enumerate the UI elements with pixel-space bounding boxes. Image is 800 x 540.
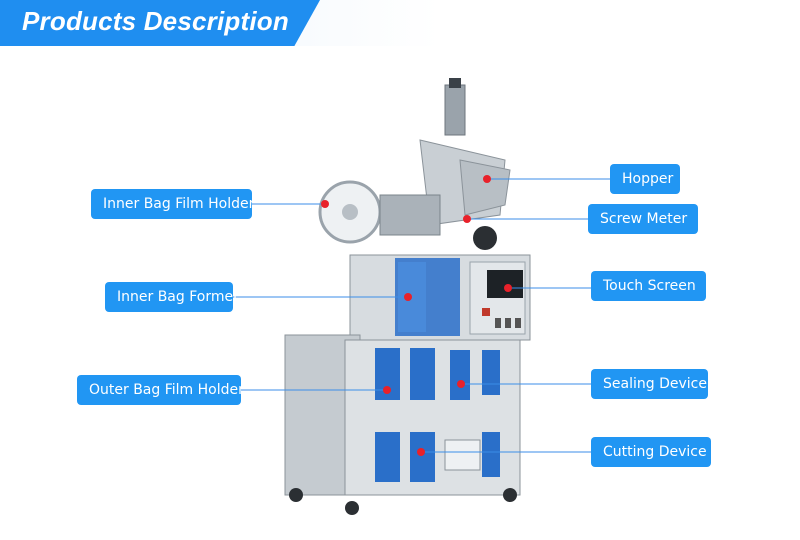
marker-sealing-device bbox=[457, 380, 465, 388]
label-inner-bag-film-holder: Inner Bag Film Holder bbox=[91, 189, 254, 219]
marker-screw-meter bbox=[463, 215, 471, 223]
label-hopper: Hopper bbox=[610, 164, 680, 194]
marker-cutting-device bbox=[417, 448, 425, 456]
page-title: Products Description bbox=[22, 6, 289, 36]
label-inner-bag-former: Inner Bag Former bbox=[105, 282, 239, 312]
marker-hopper bbox=[483, 175, 491, 183]
label-sealing-device: Sealing Device bbox=[591, 369, 708, 399]
label-cutting-device: Cutting Device bbox=[591, 437, 711, 467]
marker-inner-bag-film-holder bbox=[321, 200, 329, 208]
label-touch-screen: Touch Screen bbox=[591, 271, 706, 301]
header-tab: Products Description bbox=[0, 0, 320, 46]
label-outer-bag-film-holder: Outer Bag Film Holder bbox=[77, 375, 244, 405]
marker-touch-screen bbox=[504, 284, 512, 292]
label-screw-meter: Screw Meter bbox=[588, 204, 698, 234]
marker-inner-bag-former bbox=[404, 293, 412, 301]
marker-outer-bag-film-holder bbox=[383, 386, 391, 394]
